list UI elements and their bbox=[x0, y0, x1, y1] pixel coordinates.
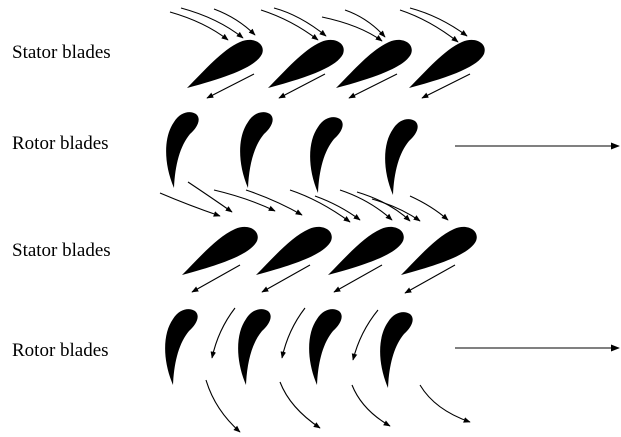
flow-arrow bbox=[344, 9, 386, 38]
stator-1-outflow-arrows bbox=[206, 73, 471, 99]
rotor-1-outflow-arrows bbox=[159, 181, 449, 223]
rotor-row-2 bbox=[165, 307, 620, 433]
flow-arrow bbox=[206, 73, 255, 99]
flow-arrow bbox=[409, 7, 468, 37]
flow-arrow bbox=[351, 384, 391, 427]
flow-arrow bbox=[187, 181, 233, 213]
flow-arrow bbox=[289, 189, 351, 223]
rotor-1-blades bbox=[166, 112, 418, 195]
rotor-blade bbox=[166, 112, 199, 188]
row-label-rotor-1: Rotor blades bbox=[12, 133, 109, 154]
rotor-2-passage-arrows bbox=[210, 307, 379, 361]
flow-arrow bbox=[348, 73, 398, 99]
flow-arrow bbox=[421, 73, 471, 99]
rotor-blade bbox=[165, 309, 198, 385]
flow-arrow bbox=[339, 189, 393, 221]
flow-arrow bbox=[169, 11, 229, 41]
flow-arrow bbox=[419, 384, 471, 423]
flow-arrow bbox=[213, 8, 256, 36]
flow-arrow bbox=[191, 264, 241, 293]
flow-arrow bbox=[210, 307, 236, 359]
flow-arrow bbox=[245, 189, 303, 216]
flow-arrow bbox=[356, 191, 411, 222]
flow-arrow bbox=[180, 7, 244, 39]
row-label-rotor-2: Rotor blades bbox=[12, 340, 109, 361]
flow-arrow bbox=[404, 264, 456, 294]
flow-arrow bbox=[351, 309, 379, 361]
stator-2-blades bbox=[182, 226, 477, 275]
flow-arrow bbox=[314, 195, 361, 221]
flow-arrow bbox=[278, 73, 326, 99]
flow-arrow bbox=[260, 9, 319, 41]
flow-arrow bbox=[409, 195, 449, 221]
stator-blade bbox=[268, 39, 344, 88]
rotor-row-1 bbox=[166, 112, 620, 195]
flow-arrow bbox=[261, 264, 311, 293]
flow-arrow bbox=[159, 192, 221, 217]
stator-1-inflow-arrows bbox=[169, 7, 468, 43]
row-label-stator-2: Stator blades bbox=[12, 240, 111, 261]
stator-row-2 bbox=[182, 226, 477, 294]
rotor-blade bbox=[240, 112, 273, 188]
stator-blade bbox=[336, 39, 412, 88]
rotor-blade bbox=[380, 312, 413, 388]
flow-arrow bbox=[399, 9, 459, 43]
flow-arrow bbox=[213, 189, 276, 212]
stator-blade bbox=[187, 39, 263, 88]
stator-blade bbox=[182, 226, 258, 275]
stator-1-blades bbox=[187, 39, 485, 88]
flow-arrow bbox=[371, 198, 421, 222]
flow-arrow bbox=[273, 7, 327, 37]
stator-blade bbox=[328, 226, 404, 275]
stator-row-1 bbox=[169, 7, 485, 99]
stator-blade bbox=[401, 226, 477, 275]
rotor-blade bbox=[310, 117, 343, 193]
rotor-blade bbox=[309, 309, 342, 385]
rotor-blade bbox=[238, 309, 271, 385]
rotor-blade bbox=[385, 119, 418, 195]
row-label-stator-1: Stator blades bbox=[12, 42, 111, 63]
flow-arrow bbox=[321, 16, 383, 42]
stator-2-outflow-arrows bbox=[191, 264, 456, 294]
flow-arrow bbox=[280, 307, 306, 359]
rotor-2-blades bbox=[165, 309, 413, 388]
stator-blade bbox=[409, 39, 485, 88]
stator-blade bbox=[256, 226, 332, 275]
flow-arrow bbox=[205, 379, 241, 433]
flow-arrow bbox=[333, 264, 383, 293]
rotor-2-outflow-arrows bbox=[205, 379, 471, 433]
flow-arrow bbox=[279, 381, 321, 429]
